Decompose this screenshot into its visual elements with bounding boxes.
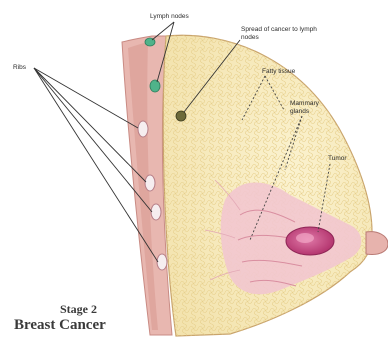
label-ribs: Ribs: [13, 64, 26, 72]
rib-1: [138, 121, 148, 137]
label-tumor: Tumor: [328, 155, 347, 163]
lymph-node-2: [150, 80, 160, 92]
cancerous-lymph-node: [176, 111, 186, 121]
diagram-title: Breast Cancer: [14, 317, 106, 334]
rib-4: [157, 254, 167, 270]
label-lymph-nodes: Lymph nodes: [150, 13, 189, 21]
stage-label: Stage 2: [60, 302, 97, 317]
rib-2: [145, 175, 155, 191]
label-spread-of-cancer: Spread of cancer to lymph nodes: [241, 26, 336, 41]
nipple: [366, 232, 388, 255]
rib-3: [151, 204, 161, 220]
label-mammary-glands: Mammary glands: [290, 100, 334, 115]
label-fatty-tissue: Fatty tissue: [262, 68, 295, 76]
